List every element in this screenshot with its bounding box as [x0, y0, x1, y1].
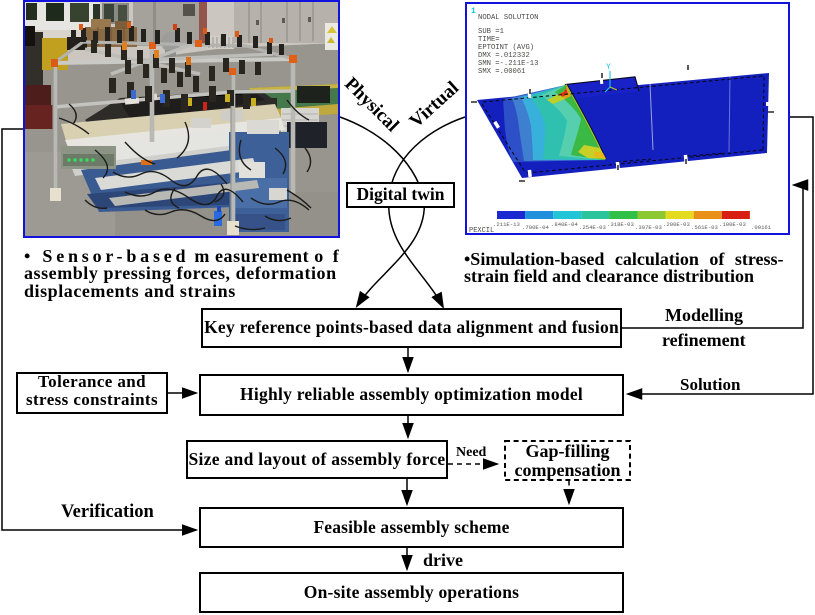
svg-text:.211E-13: .211E-13 — [493, 221, 520, 228]
svg-text:.700E-04: .700E-04 — [522, 224, 549, 231]
svg-text:DMX =.012332: DMX =.012332 — [478, 52, 530, 60]
svg-text:NODAL SOLUTION: NODAL SOLUTION — [478, 14, 538, 22]
svg-text:.254E-03: .254E-03 — [579, 224, 606, 231]
svg-text:1: 1 — [471, 7, 476, 16]
svg-text:Y: Y — [606, 63, 611, 72]
svg-text:.200E-03: .200E-03 — [663, 221, 690, 228]
svg-text:.840E-04: .840E-04 — [551, 221, 578, 228]
svg-text:.00161: .00161 — [751, 224, 772, 231]
svg-text:EPTOINT (AVG): EPTOINT (AVG) — [478, 44, 534, 52]
svg-text:SMX =.00061: SMX =.00061 — [478, 68, 525, 76]
svg-text:PEXCIL: PEXCIL — [469, 227, 494, 233]
svg-text:.561E-03: .561E-03 — [691, 224, 718, 231]
svg-text:.100E-03: .100E-03 — [719, 221, 746, 228]
svg-text:.318E-03: .318E-03 — [607, 221, 634, 228]
svg-text:SUB =1: SUB =1 — [478, 28, 504, 36]
svg-text:TIME=: TIME= — [478, 36, 500, 44]
svg-text:.397E-03: .397E-03 — [635, 224, 662, 231]
svg-text:SMN =-.211E-13: SMN =-.211E-13 — [478, 60, 538, 68]
